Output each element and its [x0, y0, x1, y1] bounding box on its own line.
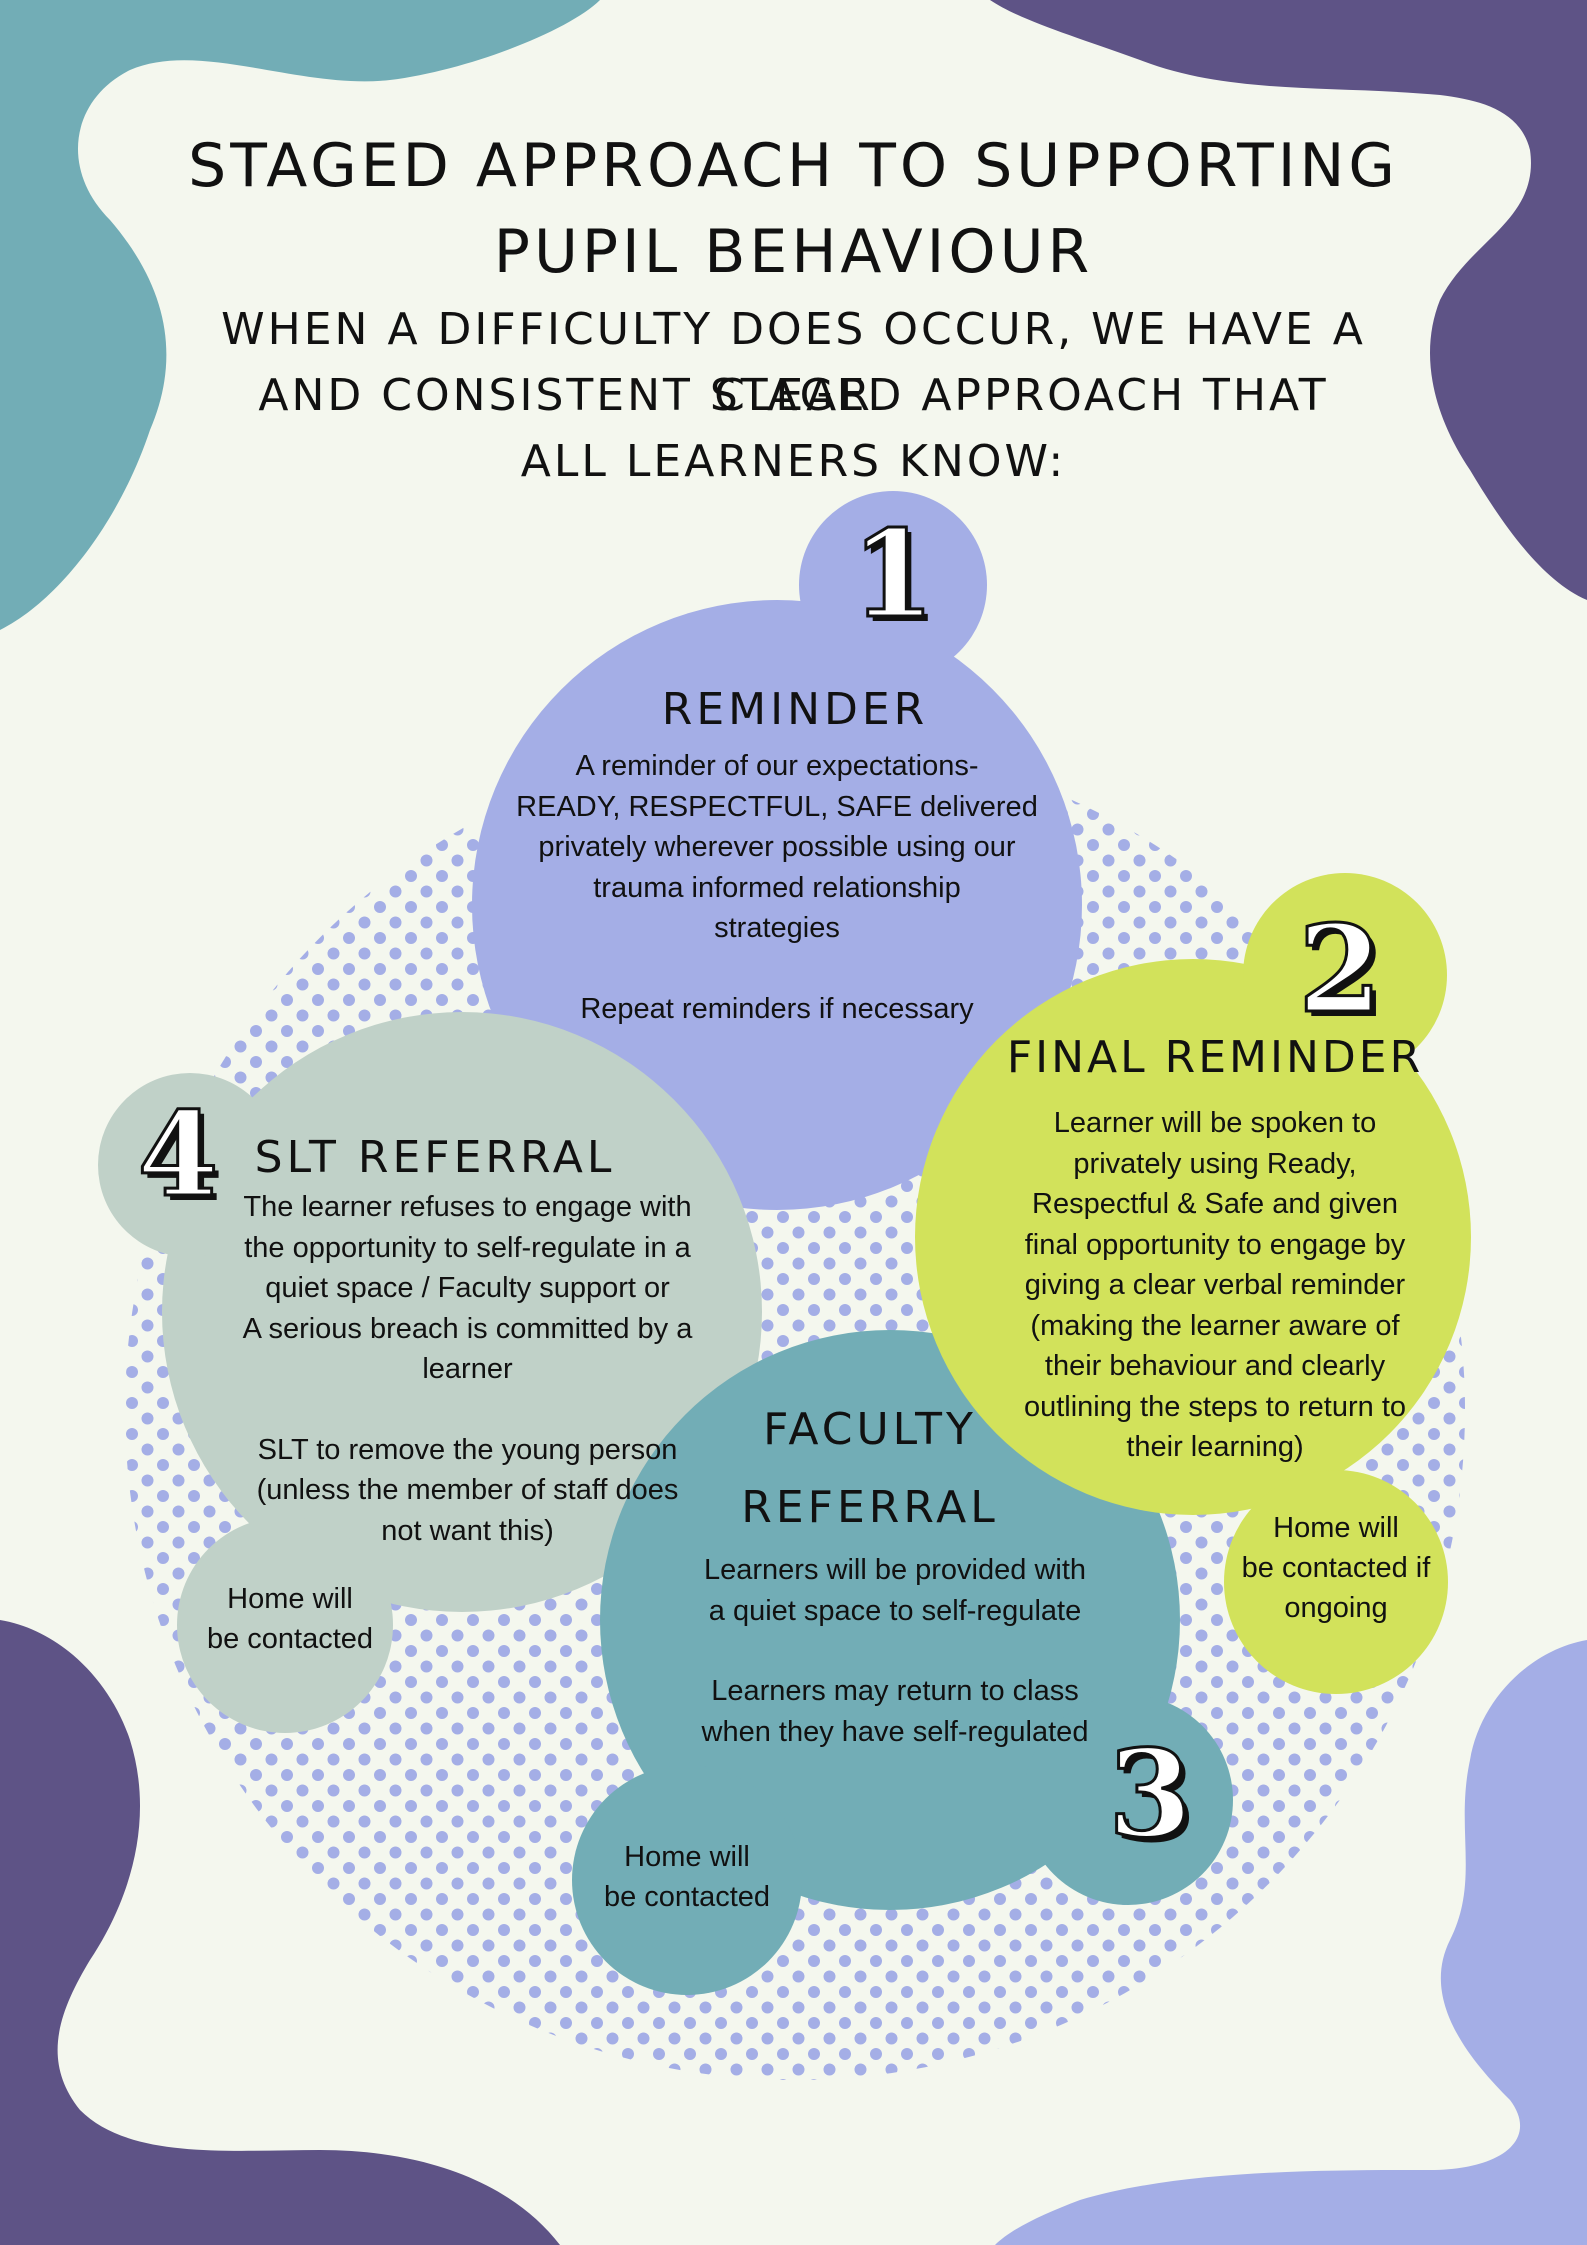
stage1-number-circle: [799, 491, 987, 679]
stage4-circle: [162, 1012, 762, 1612]
stage1-number: 1: [850, 503, 937, 646]
stage2-description: Learner will be spoken to privately usin…: [970, 1103, 1460, 1468]
purple-bottom-blob: [0, 1620, 560, 2245]
stage2-home-line: be contacted if: [1241, 1552, 1431, 1584]
stage2-number: 2: [1297, 898, 1384, 1041]
stage4-line: A serious breach is committed by a: [242, 1312, 693, 1345]
stage3-number: 3: [1107, 1723, 1194, 1866]
stage4-line: learner: [422, 1353, 513, 1385]
stage4-line: the opportunity to self-regulate in a: [244, 1231, 691, 1264]
stage4-line: quiet space / Faculty support or: [265, 1272, 670, 1304]
subtitle-line2: AND CONSISTENT STAGED APPROACH THAT: [258, 370, 1329, 421]
stage2-home-line: ongoing: [1284, 1592, 1388, 1624]
stage4-line: SLT to remove the young person: [257, 1433, 678, 1466]
stage1-line: A reminder of our expectations-: [575, 750, 979, 782]
stage1-circle: [472, 600, 1082, 1210]
stage2-line: Learner will be spoken to: [1053, 1107, 1377, 1139]
stage2-number-circle: [1243, 873, 1447, 1077]
stage2-title: FINAL REMINDER: [1006, 1032, 1424, 1083]
stage2-line: outlining the steps to return to: [1023, 1390, 1407, 1423]
stage4-line: The learner refuses to engage with: [243, 1191, 692, 1223]
stage4-line: not want this): [381, 1514, 554, 1547]
stage1-line: READY, RESPECTFUL, SAFE delivered: [516, 790, 1038, 823]
stage2-line: (making the learner aware of: [1030, 1309, 1400, 1342]
stage4-home-note: Home will be contacted: [180, 1579, 400, 1659]
stage1-description: A reminder of our expectations- READY, R…: [497, 746, 1057, 1029]
stage1-title: REMINDER: [661, 684, 929, 735]
stage4-home-line: Home will: [227, 1583, 353, 1615]
stage3-line: a quiet space to self-regulate: [708, 1594, 1082, 1627]
stage1-repeat-note: Repeat reminders if necessary: [580, 992, 974, 1025]
purple-corner-blob: [990, 0, 1587, 600]
stage4-number-circle: [98, 1073, 282, 1257]
stage3-line: Learners may return to class: [711, 1675, 1079, 1707]
stage1-line: strategies: [714, 912, 840, 944]
stage2-home-circle: [1224, 1470, 1448, 1694]
stage2-line: their behaviour and clearly: [1044, 1350, 1386, 1382]
stage2-home-note: Home will be contacted if ongoing: [1226, 1508, 1446, 1628]
stage3-number-circle: [1023, 1695, 1233, 1905]
stage3-home-circle: [572, 1765, 802, 1995]
page-title-line1: STAGED APPROACH TO SUPPORTING: [188, 131, 1399, 201]
stage4-number: 4: [136, 1086, 220, 1225]
stage4-description: The learner refuses to engage with the o…: [200, 1187, 735, 1551]
stage2-circle: [915, 959, 1471, 1515]
stage2-line: Respectful & Safe and given: [1032, 1188, 1398, 1220]
stage4-line: (unless the member of staff does: [256, 1474, 679, 1506]
stage1-line: trauma informed relationship: [593, 871, 961, 904]
stage3-line: Learners will be provided with: [703, 1554, 1087, 1586]
stage1-line: privately wherever possible using our: [538, 831, 1016, 863]
subtitle-line3: ALL LEARNERS KNOW:: [520, 436, 1067, 487]
page-title-line2: PUPIL BEHAVIOUR: [493, 217, 1094, 287]
lavender-bottom-blob: [995, 1640, 1587, 2245]
stage4-home-line: be contacted: [206, 1623, 374, 1655]
stage3-description: Learners will be provided with a quiet s…: [650, 1550, 1140, 1752]
stage3-home-line: Home will: [624, 1841, 750, 1873]
stage3-title-line1: FACULTY: [763, 1404, 977, 1455]
stage2-line: final opportunity to engage by: [1024, 1228, 1406, 1261]
stage4-title: SLT REFERRAL: [254, 1132, 616, 1183]
stage4-home-circle: [177, 1517, 393, 1733]
stage3-home-note: Home will be contacted: [577, 1837, 797, 1917]
stage3-title-line2: REFERRAL: [741, 1482, 999, 1533]
stage2-home-line: Home will: [1273, 1512, 1399, 1544]
stage2-line: their learning): [1126, 1431, 1304, 1463]
stage2-line: giving a clear verbal reminder: [1024, 1269, 1406, 1301]
stage3-home-line: be contacted: [603, 1881, 771, 1913]
teal-corner-blob: [0, 0, 600, 630]
subtitle-line1: WHEN A DIFFICULTY DOES OCCUR, WE HAVE A …: [221, 304, 1366, 421]
stage2-line: privately using Ready,: [1073, 1147, 1357, 1180]
stage3-line: when they have self-regulated: [701, 1715, 1089, 1748]
